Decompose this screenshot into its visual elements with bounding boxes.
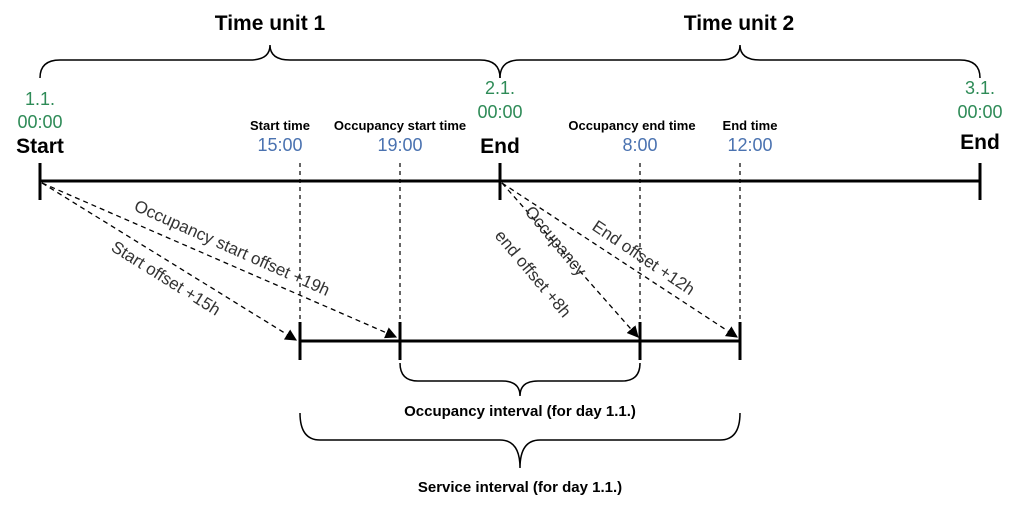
time-unit-1-brace [39,44,501,79]
occupancy-interval-brace [399,362,641,397]
time-unit-2-label: Time unit 2 [684,12,794,35]
end-offset-label: End offset +12h [589,217,699,299]
end-marker-2-label: End [960,131,1000,154]
occupancy-start-time-value: 19:00 [377,135,422,155]
end-time-label: End time [723,118,778,133]
service-interval-label: Service interval (for day 1.1.) [418,479,622,496]
date-1-day: 1.1. [25,89,55,109]
occupancy-start-time-label: Occupancy start time [334,118,466,133]
occupancy-end-time-label: Occupancy end time [568,118,695,133]
occupancy-end-time-value: 8:00 [622,135,657,155]
start-time-label: Start time [250,118,310,133]
time-unit-2-brace [499,44,981,79]
date-2-time: 00:00 [477,102,522,122]
start-offset-arrow [41,182,297,341]
end-marker-1-label: End [480,135,520,158]
service-interval-brace [299,412,741,469]
date-3-time: 00:00 [957,102,1002,122]
date-2-day: 2.1. [485,78,515,98]
date-1-time: 00:00 [17,112,62,132]
time-unit-1-label: Time unit 1 [215,12,326,35]
occupancy-end-offset-arrow [501,182,639,338]
start-marker-label: Start [16,135,64,158]
occupancy-interval-label: Occupancy interval (for day 1.1.) [404,403,636,420]
start-time-value: 15:00 [257,135,302,155]
start-offset-label: Start offset +15h [108,237,224,319]
end-time-value: 12:00 [727,135,772,155]
end-offset-arrow [501,182,738,338]
date-3-day: 3.1. [965,78,995,98]
occupancy-start-offset-arrow [41,182,398,339]
